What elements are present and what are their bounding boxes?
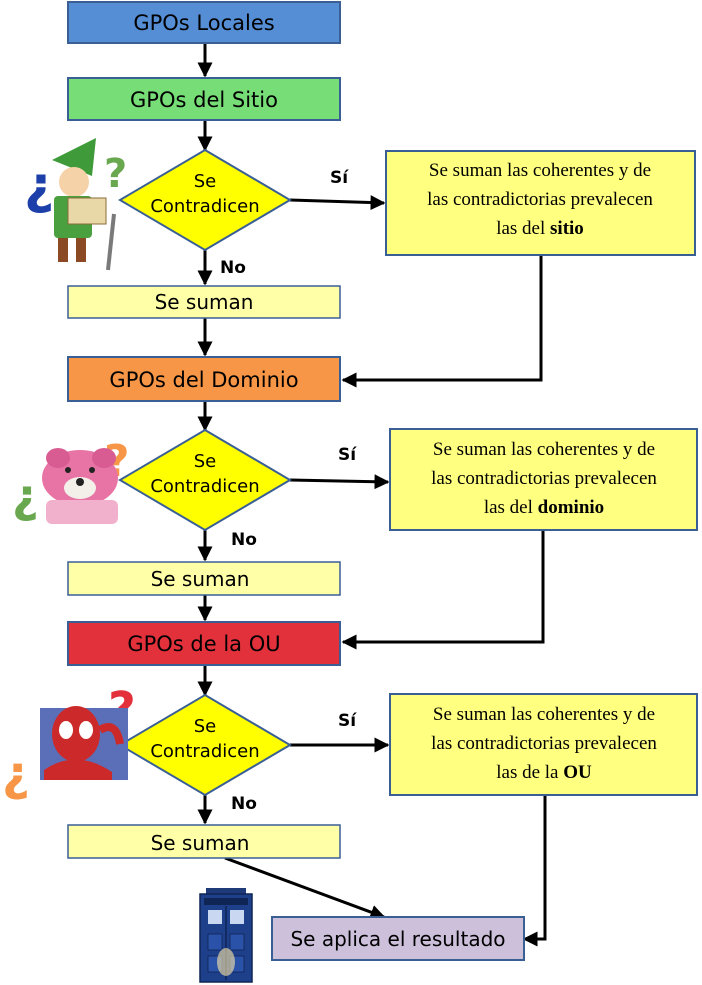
svg-text:?: ? [104,151,127,197]
decision-3-line2: Contradicen [150,741,259,762]
result-box-label: Se aplica el resultado [290,927,505,951]
note-site-line2: las contradictorias prevalecen [427,189,653,210]
arrow-note2-to-ou [341,530,545,650]
sum-box-1: Se suman [67,285,341,319]
sum-box-3-label: Se suman [151,831,250,855]
spiderman-icon: ? ¿ [2,682,136,802]
arrow-sum3-to-result [224,856,386,920]
box-gpos-ou-label: GPOs de la OU [127,632,280,656]
note-ou-line1: Se suman las coherentes y de [433,704,655,725]
box-gpos-locales: GPOs Locales [67,1,341,44]
note-ou-line2: las contradictorias prevalecen [431,733,657,754]
note-domain-line2: las contradictorias prevalecen [431,468,657,489]
tardis-icon [199,888,253,983]
note-ou-line3: las de la OU [496,762,592,783]
sum-box-2-label: Se suman [151,567,250,591]
box-gpos-sitio-label: GPOs del Sitio [130,88,278,112]
decision-2-line1: Se [194,451,217,472]
arrow-note1-to-domain [341,255,543,388]
note-site-line3: las del sitio [496,218,584,239]
decision-1-line2: Contradicen [150,196,259,217]
connectors [197,43,547,947]
sum-box-3: Se suman [67,824,341,859]
arrow-note3-to-result [522,795,547,947]
arrow-decision2-yes [289,474,390,490]
note-box-site: Se suman las coherentes y de las contrad… [385,150,696,256]
note-domain-line1: Se suman las coherentes y de [433,439,655,460]
sum-box-2: Se suman [67,561,341,596]
decision-3-no-label: No [231,794,257,814]
decision-3-line1: Se [194,716,217,737]
pink-bear-icon: ? ¿ [12,436,130,524]
note-box-domain: Se suman las coherentes y de las contrad… [389,428,698,531]
decision-1-line1: Se [194,171,217,192]
svg-text:¿: ¿ [2,746,30,802]
decision-1-yes-label: Sí [330,168,349,188]
note-box-ou: Se suman las coherentes y de las contrad… [389,693,698,796]
sum-box-1-label: Se suman [155,290,254,314]
decision-3-yes-label: Sí [338,711,357,731]
arrow-decision1-yes [289,195,386,211]
box-gpos-dominio: GPOs del Dominio [67,356,341,402]
result-box: Se aplica el resultado [271,916,525,961]
box-gpos-locales-label: GPOs Locales [133,11,274,35]
decision-2: Se Contradicen [118,428,292,532]
svg-text:¿: ¿ [12,469,39,523]
decision-2-line2: Contradicen [150,476,259,497]
box-gpos-ou: GPOs de la OU [67,621,341,666]
svg-text:¿: ¿ [24,156,54,216]
link-character-icon: ¿ ? [24,138,127,271]
box-gpos-sitio: GPOs del Sitio [67,77,341,121]
decision-1: Se Contradicen [118,148,292,252]
decision-2-no-label: No [231,530,257,550]
note-domain-line3: las del dominio [484,497,604,518]
decision-2-yes-label: Sí [338,445,357,465]
note-site-line1: Se suman las coherentes y de [429,160,651,181]
decision-1-no-label: No [220,258,246,278]
box-gpos-dominio-label: GPOs del Dominio [109,368,298,392]
decision-3: Se Contradicen [118,693,292,797]
